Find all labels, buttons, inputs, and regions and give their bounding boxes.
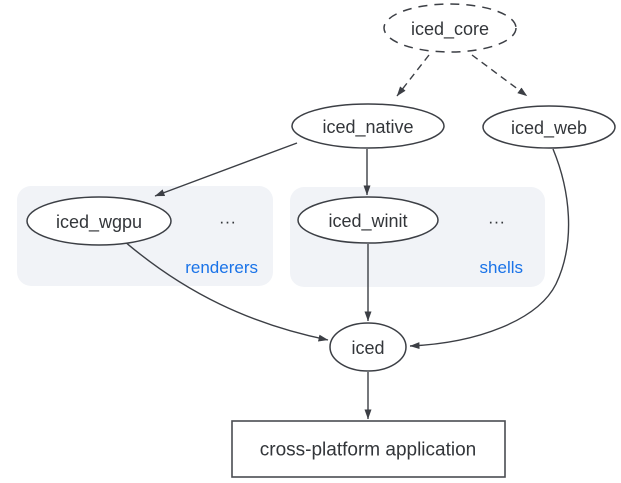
shells-ellipsis: ... bbox=[488, 209, 505, 228]
node-iced-native bbox=[291, 103, 445, 149]
shells-group-label: shells bbox=[480, 258, 523, 277]
iced-label: iced bbox=[351, 338, 384, 358]
iced-core-label: iced_core bbox=[411, 19, 489, 40]
edge-core-to-native bbox=[396, 54, 430, 97]
edge-wgpu-to-iced bbox=[123, 240, 329, 342]
node-application-box bbox=[231, 420, 506, 478]
renderers-group-label: renderers bbox=[185, 258, 258, 277]
application-label: cross-platform application bbox=[260, 440, 476, 461]
node-iced bbox=[329, 322, 407, 372]
iced-native-label: iced_native bbox=[322, 117, 413, 138]
node-iced-winit bbox=[297, 196, 439, 244]
edge-native-to-wgpu bbox=[154, 142, 298, 197]
iced-wgpu-label: iced_wgpu bbox=[56, 212, 142, 233]
node-iced-wgpu bbox=[26, 196, 172, 246]
edge-web-to-iced bbox=[409, 148, 570, 350]
renderers-ellipsis: ... bbox=[219, 209, 236, 228]
node-iced-web bbox=[482, 105, 616, 149]
iced-winit-label: iced_winit bbox=[328, 211, 407, 232]
node-iced-core bbox=[383, 3, 517, 53]
edge-core-to-web bbox=[471, 54, 528, 97]
iced-web-label: iced_web bbox=[511, 118, 587, 139]
